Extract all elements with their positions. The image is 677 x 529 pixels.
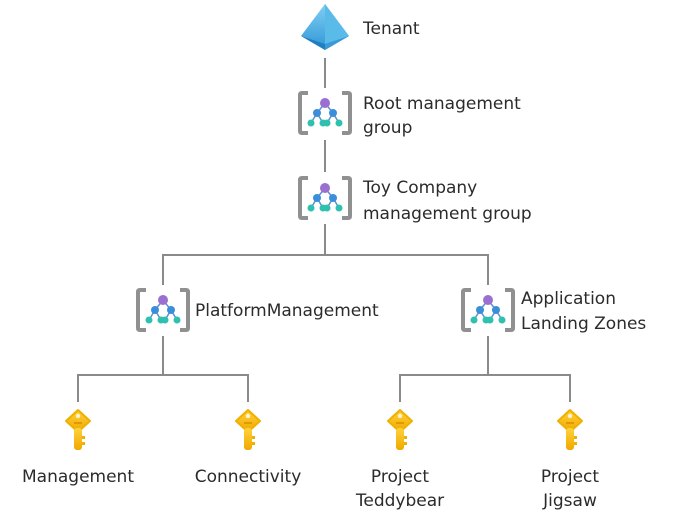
subscription-project-teddybear[interactable]: Project Teddybear [355, 409, 444, 511]
tenant-label: Tenant [362, 19, 420, 39]
subscription-label-line1: Project [371, 467, 429, 487]
subscription-label-line1: Project [541, 467, 599, 487]
subscription-connectivity[interactable]: Connectivity [195, 409, 302, 487]
app-group-label-line1: Application [521, 289, 616, 309]
management-group-icon [298, 91, 352, 135]
subscription-project-jigsaw[interactable]: Project Jigsaw [541, 409, 599, 511]
connector-app-children [399, 336, 571, 402]
azure-ad-pyramid-icon [301, 4, 349, 50]
subscription-key-icon [235, 409, 261, 451]
subscription-label-line2: Teddybear [355, 491, 444, 511]
management-group-icon [461, 288, 515, 332]
platform-management-group-node[interactable]: PlatformManagement [136, 288, 379, 332]
connector-lines [77, 58, 571, 402]
management-group-icon [136, 288, 190, 332]
subscription-key-icon [65, 409, 91, 451]
root-management-group-node[interactable]: Root management group [298, 91, 521, 138]
management-group-icon [298, 176, 352, 220]
root-group-label-line1: Root management [363, 94, 521, 114]
subscription-management[interactable]: Management [22, 409, 134, 487]
subscription-key-icon [387, 409, 413, 451]
toy-group-label-line1: Toy Company [362, 178, 477, 198]
app-group-label-line2: Landing Zones [521, 314, 646, 334]
application-landing-zones-node[interactable]: Application Landing Zones [461, 288, 646, 334]
connector-platform-children [77, 336, 249, 402]
root-group-label-line2: group [363, 118, 412, 138]
toy-company-management-group-node[interactable]: Toy Company management group [298, 176, 532, 224]
connector-toy-children [162, 224, 489, 285]
toy-group-label-line2: management group [363, 204, 532, 224]
platform-group-label: PlatformManagement [195, 301, 379, 321]
tenant-node[interactable]: Tenant [301, 4, 420, 50]
subscription-label: Connectivity [195, 467, 302, 487]
subscription-label: Management [22, 467, 134, 487]
subscription-label-line2: Jigsaw [542, 491, 597, 511]
subscription-key-icon [557, 409, 583, 451]
